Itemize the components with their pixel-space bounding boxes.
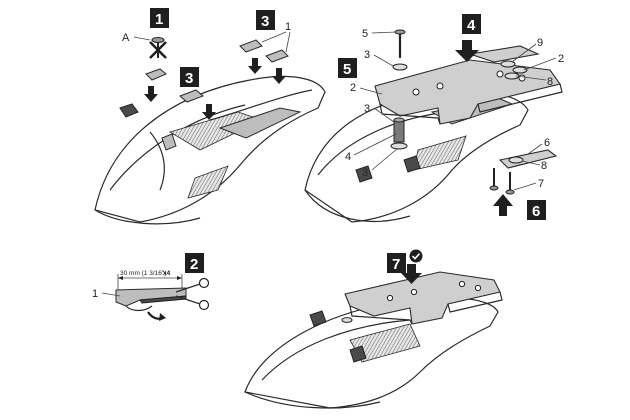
callout-5: 5 bbox=[362, 28, 368, 40]
bolt bbox=[489, 168, 515, 195]
down-arrow-icon bbox=[248, 58, 262, 74]
step-badge-5: 5 bbox=[338, 58, 357, 78]
svg-text:3: 3 bbox=[185, 70, 193, 87]
panel-final-result: 7 bbox=[244, 249, 503, 409]
step-badge-3: 3 bbox=[180, 67, 199, 87]
svg-text:2: 2 bbox=[190, 256, 198, 273]
callout-3: 3 bbox=[362, 167, 368, 179]
rubber-pad bbox=[179, 89, 204, 103]
callout-a: A bbox=[122, 32, 130, 44]
down-arrow-icon bbox=[144, 86, 158, 102]
callout-6: 6 bbox=[544, 137, 550, 149]
callout-2: 2 bbox=[350, 82, 356, 94]
spacer bbox=[393, 117, 405, 143]
rubber-pad bbox=[239, 39, 263, 53]
down-arrow-icon bbox=[455, 40, 479, 62]
bolt bbox=[394, 29, 406, 58]
step-badge-4: 4 bbox=[462, 14, 481, 34]
callout-1-pads: 1 bbox=[285, 21, 291, 33]
rubber-pad bbox=[265, 49, 289, 63]
measurement-quantity: x4 bbox=[163, 270, 171, 277]
step-badge-7: 7 bbox=[387, 253, 406, 273]
panel-remove-seat-pads: A 1 1 3 3 bbox=[94, 8, 326, 225]
callout-3: 3 bbox=[364, 103, 370, 115]
callout-8: 8 bbox=[547, 76, 553, 88]
svg-text:7: 7 bbox=[392, 256, 400, 273]
step-badge-2: 2 bbox=[185, 253, 204, 273]
checkmark-icon bbox=[409, 249, 423, 263]
up-arrow-icon bbox=[493, 194, 513, 216]
svg-text:1: 1 bbox=[155, 11, 163, 28]
step-badge-3: 3 bbox=[256, 10, 275, 30]
step-badge-1: 1 bbox=[150, 8, 169, 28]
x-mark-icon bbox=[149, 41, 167, 59]
callout-3: 3 bbox=[364, 49, 370, 61]
scissors-icon bbox=[175, 277, 210, 311]
callout-8: 8 bbox=[541, 160, 547, 172]
screw-a bbox=[151, 37, 165, 58]
svg-text:6: 6 bbox=[532, 203, 540, 220]
callout-9: 9 bbox=[537, 37, 543, 49]
callout-2: 2 bbox=[558, 53, 564, 65]
svg-text:4: 4 bbox=[467, 17, 476, 34]
measurement-length: 30 mm (1 3/16") bbox=[120, 270, 166, 277]
down-arrow-icon bbox=[202, 104, 216, 120]
down-arrow-icon bbox=[401, 264, 422, 284]
step-badge-6: 6 bbox=[527, 200, 546, 220]
down-arrow-icon bbox=[272, 68, 286, 84]
callout-1-strap: 1 bbox=[92, 288, 98, 300]
callout-4: 4 bbox=[345, 151, 351, 163]
panel-mount-plate: 5 3 2 3 4 3 9 2 8 6 8 7 4 5 6 bbox=[304, 14, 564, 223]
rubber-pad bbox=[145, 68, 167, 81]
svg-text:3: 3 bbox=[261, 13, 269, 30]
curved-arrow-icon bbox=[159, 313, 166, 321]
callout-7: 7 bbox=[538, 178, 544, 190]
mounting-plate-installed bbox=[344, 271, 503, 325]
adhesive-strap bbox=[115, 287, 187, 312]
svg-text:5: 5 bbox=[343, 61, 351, 78]
panel-cut-strap: 2 30 mm (1 3/16") x4 1 bbox=[92, 253, 210, 321]
